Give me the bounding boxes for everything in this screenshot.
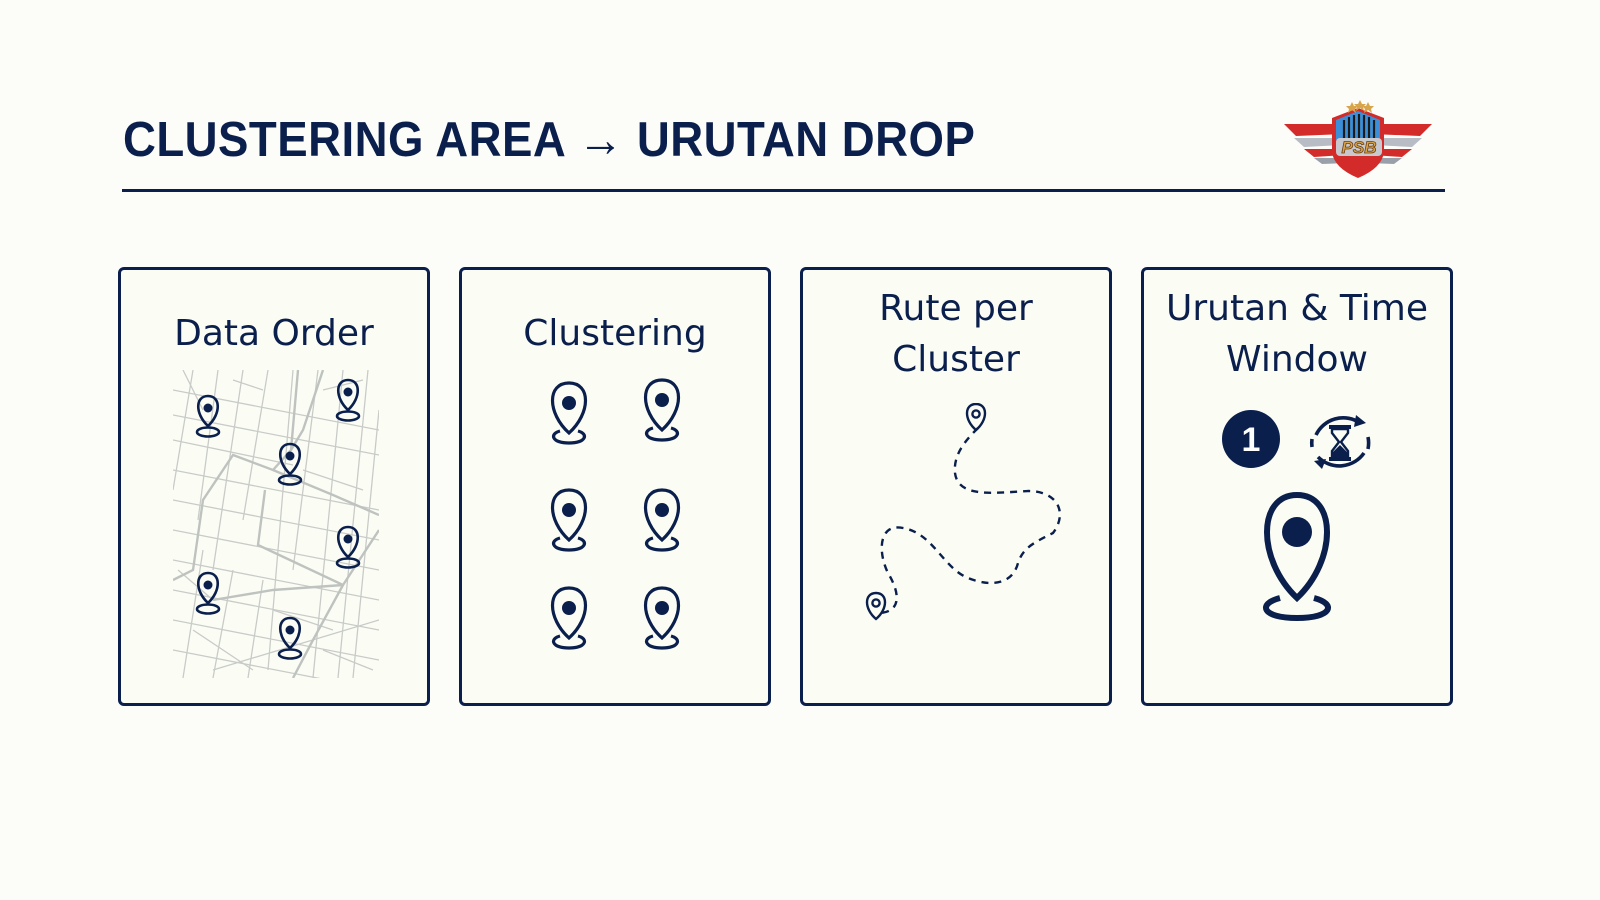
- psb-logo: PSB: [1282, 100, 1434, 180]
- step-card-clustering: Clustering: [459, 267, 771, 706]
- hourglass-refresh-icon: [1304, 407, 1376, 483]
- step-title: Data Order: [174, 313, 374, 354]
- svg-text:1: 1: [1242, 421, 1261, 459]
- number-one-badge-icon: 1: [1220, 408, 1282, 474]
- step-title: Urutan & Time Window: [1165, 288, 1429, 380]
- location-pin-icon: [1252, 490, 1342, 629]
- step-title: Rute per Cluster: [879, 288, 1033, 380]
- location-pins-grid-icon: [534, 375, 694, 664]
- dashed-route-path-icon: [843, 402, 1073, 647]
- page-title: CLUSTERING AREA → URUTAN DROP: [123, 113, 976, 167]
- psb-winged-shield-logo-icon: PSB: [1284, 100, 1432, 178]
- street-map-with-pins-icon: [173, 370, 379, 682]
- title-underline: [122, 189, 1445, 192]
- step-card-sequence-time-window: Urutan & Time Window 1: [1141, 267, 1453, 706]
- step-card-route-per-cluster: Rute per Cluster: [800, 267, 1112, 706]
- step-title: Clustering: [523, 313, 707, 354]
- step-card-data-order: Data Order: [118, 267, 430, 706]
- svg-text:PSB: PSB: [1342, 138, 1377, 157]
